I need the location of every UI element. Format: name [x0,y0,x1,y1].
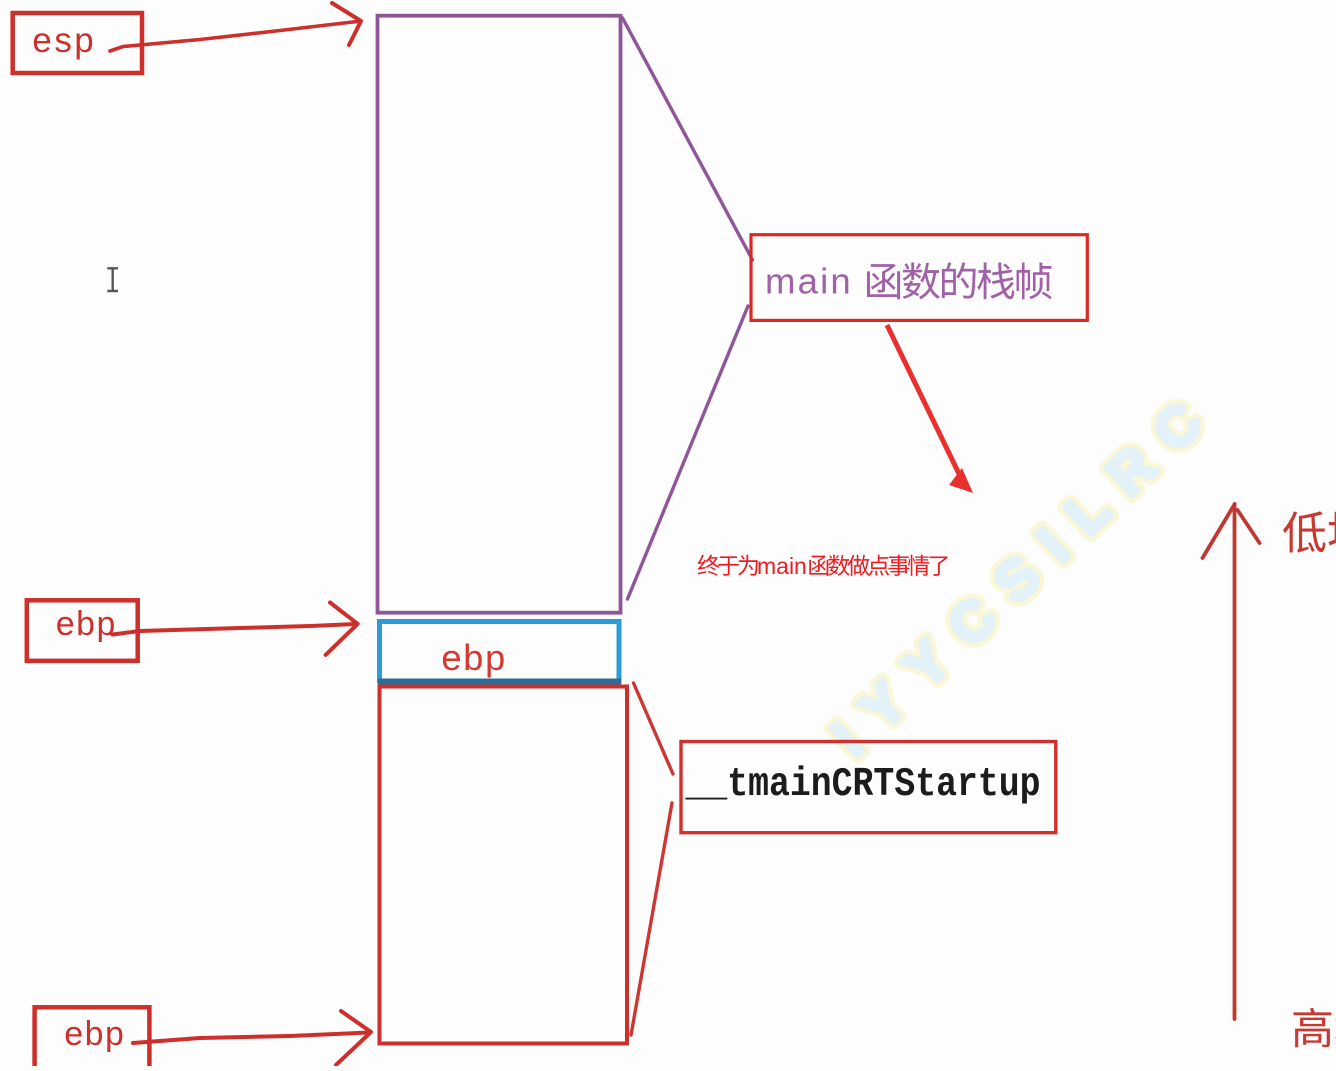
svg-text:main: main [757,553,807,579]
svg-text:ebp: ebp [55,608,116,646]
svg-text:esp: esp [32,23,95,63]
svg-text:ebp: ebp [64,1018,125,1056]
svg-text:main: main [765,261,853,302]
svg-text:__tmainCRTStartup: __tmainCRTStartup [685,762,1041,808]
svg-text:ebp: ebp [441,640,507,681]
